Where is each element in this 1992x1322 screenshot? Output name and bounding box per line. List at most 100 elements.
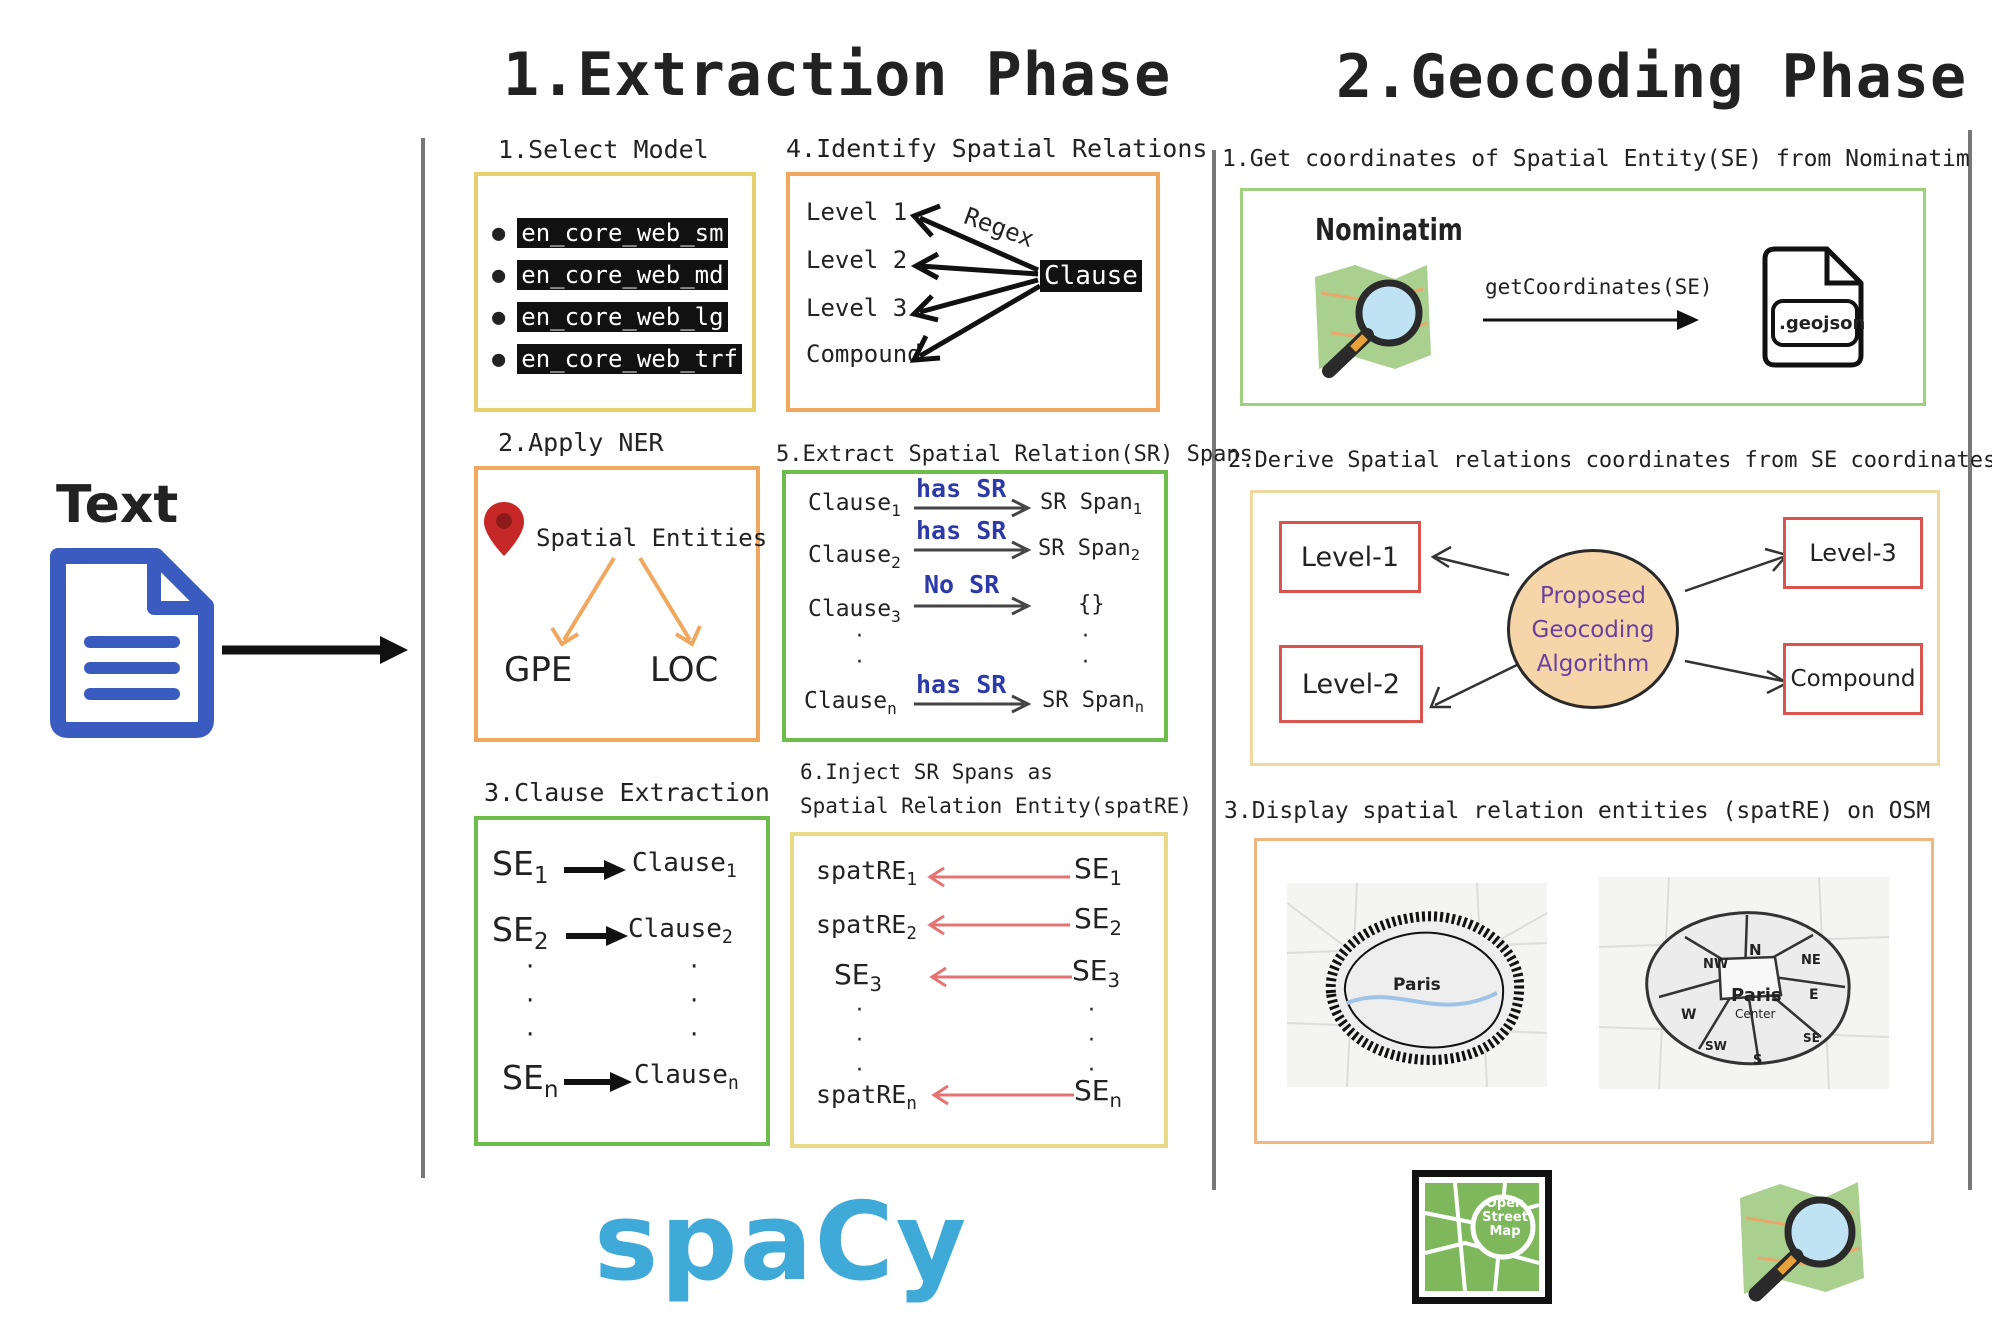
se-label: SE2 — [1074, 902, 1122, 940]
ellipsis-dots: ·· — [856, 624, 863, 675]
map2-region-ne: NE — [1801, 953, 1821, 968]
span-result: {} — [1078, 592, 1105, 617]
inject-arrow — [929, 966, 1072, 988]
spatre-label: spatRE1 — [816, 856, 917, 891]
ellipsis-dots: ··· — [1088, 998, 1095, 1083]
input-label: Text — [56, 475, 179, 535]
span-result: SR Spann — [1042, 688, 1144, 717]
se-label: SE3 — [834, 958, 882, 996]
model-item[interactable]: ● en_core_web_sm — [492, 218, 742, 248]
map2-center-label: Center — [1735, 1007, 1776, 1021]
level-label: Level 3 — [806, 294, 908, 322]
inject-spans-box: spatRE1 SE1 spatRE2 SE2 SE3 SE3 ··· ··· … — [790, 832, 1168, 1148]
relation-label: has SR — [916, 670, 1007, 699]
model-name: en_core_web_lg — [517, 302, 728, 332]
clause-target: Clausen — [634, 1060, 739, 1095]
geocoding-phase-title: 2.Geocoding Phase — [1336, 42, 1968, 112]
model-name: en_core_web_trf — [517, 344, 742, 374]
extraction-phase-title: 1.Extraction Phase — [503, 40, 1172, 110]
clause-target: Clause2 — [628, 914, 733, 949]
level-label: Compound — [806, 340, 922, 368]
clause-row: SE2 — [492, 910, 549, 955]
map2-region-w: W — [1681, 1007, 1697, 1023]
span-clause: Clause3 — [808, 596, 901, 626]
ellipsis-dots: ··· — [690, 952, 699, 1050]
se-sub: 1 — [533, 863, 549, 890]
loc-label: LOC — [650, 650, 719, 690]
compound-box: Compound — [1783, 643, 1923, 715]
map2-region-e: E — [1809, 987, 1819, 1003]
span-arrow — [914, 498, 1032, 518]
algorithm-label: Proposed Geocoding Algorithm — [1531, 583, 1655, 677]
bullet-icon: ● — [492, 220, 506, 246]
get-coordinates-call: getCoordinates(SE) — [1485, 275, 1713, 299]
span-clause: Clausen — [804, 688, 897, 718]
relation-label: has SR — [916, 516, 1007, 545]
span-arrow — [914, 694, 1032, 714]
extract-spans-title: 5.Extract Spatial Relation(SR) Spans — [776, 442, 1253, 467]
se-text: SE — [502, 1058, 544, 1097]
clause-row: SEn — [502, 1058, 558, 1103]
algorithm-arrows — [1429, 545, 1790, 709]
relation-label: has SR — [916, 474, 1007, 503]
osm-map-icon — [1424, 1182, 1540, 1292]
display-title: 3.Display spatial relation entities (spa… — [1224, 798, 1931, 824]
se-label: SEn — [1074, 1074, 1122, 1112]
apply-ner-box: Spatial Entities GPE LOC — [474, 466, 767, 742]
se-label: SE3 — [1072, 954, 1120, 992]
map2-region-s: S — [1753, 1053, 1763, 1068]
spatre-label: spatREn — [816, 1080, 917, 1115]
inject-arrow — [927, 866, 1070, 888]
level-label: Level 2 — [806, 246, 908, 274]
span-arrow — [914, 596, 1032, 616]
model-item[interactable]: ● en_core_web_lg — [492, 302, 742, 332]
get-coordinates-title: 1.Get coordinates of Spatial Entity(SE) … — [1222, 146, 1970, 172]
clause-extraction-box: SE1 Clause1 SE2 Clause2 ··· ··· SEn Clau… — [474, 816, 770, 1146]
gpe-label: GPE — [504, 650, 573, 690]
se-label: SE1 — [1074, 852, 1122, 890]
clause-arrow — [566, 926, 628, 946]
span-result: SR Span2 — [1038, 536, 1140, 565]
select-model-box: ● en_core_web_sm ● en_core_web_md ● en_c… — [474, 172, 756, 412]
nominatim-logo-text: Nominatim — [1315, 213, 1463, 248]
osm-logo-text: Open Street Map — [1482, 1196, 1528, 1239]
ellipsis-dots: ··· — [856, 998, 863, 1083]
level-1-box: Level-1 — [1279, 521, 1421, 593]
clause-arrow — [564, 1072, 632, 1092]
location-pin-icon — [484, 502, 524, 556]
inject-arrow — [927, 914, 1070, 936]
divider-right — [1968, 130, 1972, 1190]
geojson-file-icon — [1762, 246, 1864, 368]
derive-relations-box: Level-1 Level-2 Level-3 Compound Propose… — [1250, 490, 1940, 766]
level-label: Level 1 — [806, 198, 908, 226]
geojson-file-label: .geojson — [1779, 313, 1866, 334]
map2-region-sw: SW — [1705, 1039, 1727, 1053]
divider-left — [421, 138, 425, 1178]
se-sub: 2 — [533, 929, 549, 956]
map1-paris-label: Paris — [1393, 975, 1441, 995]
span-arrow — [914, 540, 1032, 560]
ellipsis-dots: ··· — [526, 952, 535, 1050]
osm-map-level1 — [1286, 882, 1548, 1088]
ellipsis-dots: ·· — [1082, 624, 1089, 675]
divider-middle — [1212, 150, 1216, 1190]
openstreetmap-logo: Open Street Map — [1412, 1170, 1552, 1304]
model-item[interactable]: ● en_core_web_trf — [492, 344, 742, 374]
ner-arrows — [550, 556, 702, 647]
inject-spans-title-line1: 6.Inject SR Spans as — [800, 760, 1053, 784]
model-item[interactable]: ● en_core_web_md — [492, 260, 742, 290]
se-text: SE — [492, 844, 534, 883]
bullet-icon: ● — [492, 346, 506, 372]
extract-spans-box: Clause1 has SR SR Span1 Clause2 has SR S… — [782, 470, 1168, 742]
model-name: en_core_web_md — [517, 260, 728, 290]
model-name: en_core_web_sm — [517, 218, 728, 248]
map2-region-nw: NW — [1703, 957, 1729, 972]
clause-row: SE1 — [492, 844, 549, 889]
display-box: Paris NW N NE W Paris Center E SW S SE — [1254, 838, 1934, 1144]
derive-relations-title: 2.Derive Spatial relations coordinates f… — [1228, 448, 1992, 473]
map2-region-n: N — [1749, 941, 1762, 959]
algorithm-circle — [1507, 549, 1679, 709]
document-icon — [50, 548, 214, 738]
relation-arrows — [909, 203, 1042, 363]
clause-source-label: Clause — [1040, 260, 1142, 292]
